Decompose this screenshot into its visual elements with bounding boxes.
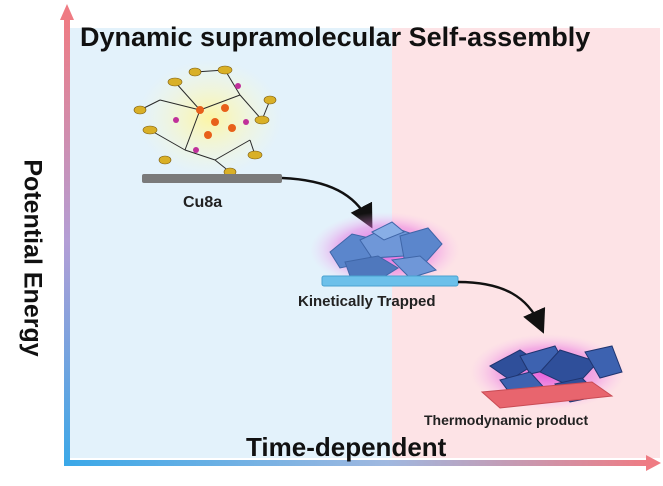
kinetic-aggregate xyxy=(310,212,460,288)
x-axis-line xyxy=(64,460,650,466)
transition-arrow-1 xyxy=(281,176,373,229)
cu8a-molecule xyxy=(133,60,282,177)
y-axis-arrowhead xyxy=(60,4,74,20)
x-axis-arrowhead xyxy=(646,455,661,471)
y-axis-label: Potential Energy xyxy=(18,159,47,357)
x-axis-label: Time-dependent xyxy=(246,432,447,462)
transition-arrow-2 xyxy=(457,280,546,334)
kinetic-slab xyxy=(321,275,459,287)
cu8a-slab xyxy=(142,174,282,183)
diagram-title: Dynamic supramolecular Self-assembly xyxy=(80,22,591,52)
state-label-intermediate: Kinetically Trapped xyxy=(298,293,436,310)
state-label-start: Cu8a xyxy=(183,194,223,211)
state-label-final: Thermodynamic product xyxy=(424,412,589,428)
thermodynamic-slab xyxy=(480,381,614,409)
y-axis-line xyxy=(64,18,70,466)
